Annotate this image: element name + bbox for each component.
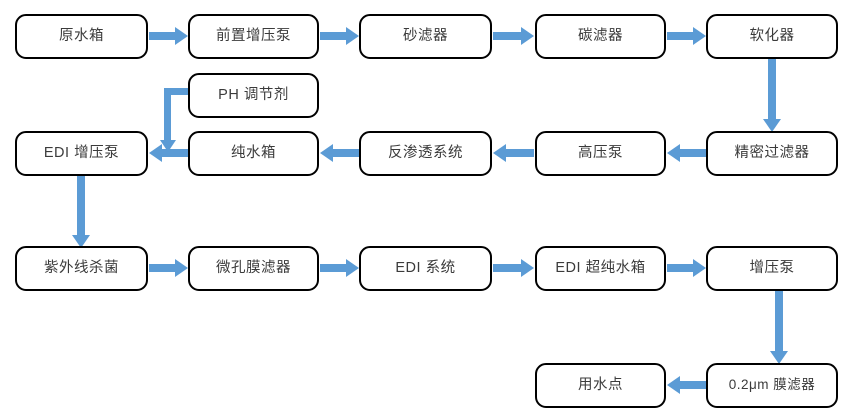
- arrow-shaft: [320, 32, 348, 40]
- node-label: EDI 超纯水箱: [555, 259, 646, 276]
- node-label: EDI 系统: [395, 259, 456, 276]
- arrow-shaft: [149, 32, 177, 40]
- arrow-shaft: [77, 175, 85, 236]
- arrow-head: [175, 259, 188, 277]
- arrow-membrane-filter-to-point-of-use: [667, 375, 706, 395]
- node-softener[interactable]: 软化器: [706, 14, 838, 59]
- arrow-shaft: [331, 149, 359, 157]
- arrow-edi-ultrapure-water-tank-to-booster-pump: [667, 258, 706, 278]
- arrow-edi-system-to-edi-ultrapure-water-tank: [493, 258, 534, 278]
- node-pre-booster-pump[interactable]: 前置增压泵: [188, 14, 319, 59]
- node-label: 紫外线杀菌: [44, 259, 119, 276]
- node-precision-filter[interactable]: 精密过滤器: [706, 131, 838, 176]
- arrow-shaft: [504, 149, 534, 157]
- arrow-shaft: [678, 149, 706, 157]
- arrow-head: [521, 259, 534, 277]
- node-label: 精密过滤器: [734, 144, 810, 161]
- node-carbon-filter[interactable]: 碳滤器: [535, 14, 666, 59]
- node-raw-water-tank[interactable]: 原水箱: [15, 14, 148, 59]
- arrow-edi-booster-pump-to-uv-sterilizer: [71, 175, 91, 248]
- node-label: 增压泵: [749, 259, 795, 276]
- node-high-pressure-pump[interactable]: 高压泵: [535, 131, 666, 176]
- arrow-booster-pump-to-membrane-filter: [769, 290, 789, 364]
- arrow-pre-booster-pump-to-sand-filter: [320, 26, 359, 46]
- node-ro-system[interactable]: 反渗透系统: [359, 131, 492, 176]
- arrow-head: [667, 376, 680, 394]
- arrow-head: [346, 259, 359, 277]
- node-label: 碳滤器: [578, 27, 623, 44]
- arrow-shaft: [768, 58, 776, 120]
- arrow-precision-filter-to-high-pressure-pump: [667, 143, 706, 163]
- node-label: EDI 增压泵: [43, 144, 120, 161]
- arrow-sand-filter-to-carbon-filter: [493, 26, 534, 46]
- node-uv-sterilizer[interactable]: 紫外线杀菌: [15, 246, 148, 291]
- node-edi-booster-pump[interactable]: EDI 增压泵: [15, 131, 148, 176]
- node-booster-pump[interactable]: 增压泵: [706, 246, 838, 291]
- connector-vertical-segment: [164, 88, 171, 142]
- arrow-head: [493, 144, 506, 162]
- connector-horizontal-segment: [164, 88, 192, 95]
- arrow-head: [320, 144, 333, 162]
- arrow-shaft: [493, 264, 523, 272]
- node-ph-adjuster[interactable]: PH 调节剂: [188, 73, 319, 118]
- arrow-shaft: [320, 264, 348, 272]
- arrow-shaft: [160, 149, 188, 157]
- node-label: 软化器: [749, 27, 795, 44]
- arrow-head: [693, 259, 706, 277]
- arrow-ro-system-to-pure-water-tank: [320, 143, 359, 163]
- node-label: 用水点: [578, 376, 623, 393]
- arrow-uv-sterilizer-to-microporous-membrane-filter: [149, 258, 188, 278]
- arrow-head: [763, 119, 781, 132]
- arrow-head: [770, 351, 788, 364]
- node-label: 纯水箱: [231, 144, 276, 161]
- arrow-softener-to-precision-filter: [762, 58, 782, 132]
- arrow-shaft: [149, 264, 177, 272]
- node-edi-ultrapure-water-tank[interactable]: EDI 超纯水箱: [535, 246, 666, 291]
- arrow-shaft: [678, 381, 706, 389]
- node-edi-system[interactable]: EDI 系统: [359, 246, 492, 291]
- connector-ph-adjuster-to-pure-water-line: [159, 88, 192, 156]
- node-membrane-filter-02um[interactable]: 0.2μm 膜滤器: [706, 363, 838, 408]
- arrow-head: [346, 27, 359, 45]
- node-label: 砂滤器: [403, 27, 448, 44]
- arrow-microporous-membrane-filter-to-edi-system: [320, 258, 359, 278]
- node-label: 高压泵: [578, 144, 623, 161]
- arrow-head: [667, 144, 680, 162]
- arrow-head: [72, 235, 90, 248]
- arrow-shaft: [493, 32, 523, 40]
- arrow-head: [693, 27, 706, 45]
- arrow-high-pressure-pump-to-ro-system: [493, 143, 534, 163]
- node-label: 0.2μm 膜滤器: [728, 377, 816, 393]
- connector-arrow-head: [159, 140, 176, 152]
- node-label: 原水箱: [59, 27, 104, 44]
- node-label: 反渗透系统: [388, 144, 463, 161]
- node-sand-filter[interactable]: 砂滤器: [359, 14, 492, 59]
- arrow-carbon-filter-to-softener: [667, 26, 706, 46]
- arrow-head: [175, 27, 188, 45]
- node-label: 前置增压泵: [216, 27, 291, 44]
- node-microporous-membrane-filter[interactable]: 微孔膜滤器: [188, 246, 319, 291]
- arrow-head: [521, 27, 534, 45]
- node-point-of-use[interactable]: 用水点: [535, 363, 666, 408]
- arrow-shaft: [775, 290, 783, 352]
- node-label: PH 调节剂: [218, 86, 289, 103]
- arrow-pure-water-tank-to-edi-booster-pump: [149, 143, 188, 163]
- arrow-raw-water-tank-to-pre-booster-pump: [149, 26, 188, 46]
- node-label: 微孔膜滤器: [216, 259, 291, 276]
- arrow-head: [149, 144, 162, 162]
- node-pure-water-tank[interactable]: 纯水箱: [188, 131, 319, 176]
- arrow-shaft: [667, 32, 695, 40]
- arrow-shaft: [667, 264, 695, 272]
